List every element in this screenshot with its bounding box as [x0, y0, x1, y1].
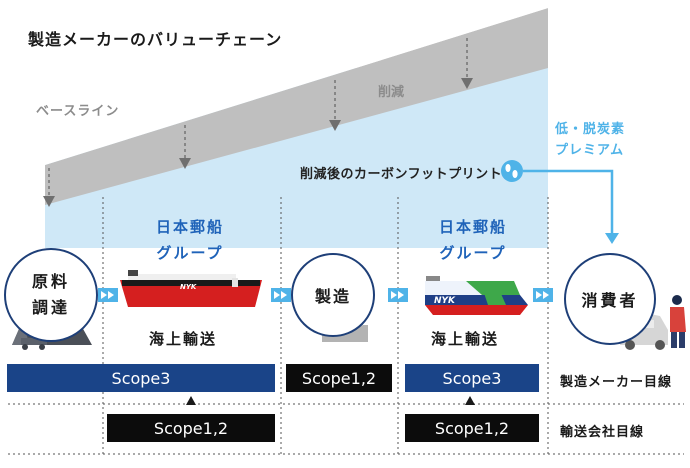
stage-raw-material: 原料調達: [4, 248, 98, 342]
arrow-head: [179, 158, 191, 169]
stage-consumer: 消費者: [564, 253, 656, 345]
transport-scope12-2: Scope1,2: [405, 414, 539, 442]
arrow-head: [329, 120, 341, 131]
ship-mark-2: NYK: [434, 296, 456, 306]
transport-perspective-label: 輸送会社目線: [560, 425, 645, 440]
manufacturer-perspective-label: 製造メーカー目線: [560, 375, 673, 390]
transport-scope12-1: Scope1,2: [107, 414, 275, 442]
reduction-label: 削減: [378, 85, 405, 100]
ship-illustration-1: [120, 270, 262, 307]
baseline-label: ベースライン: [36, 104, 120, 119]
transport-label-2: 海上輸送: [431, 330, 500, 348]
ship-mark-1: NYK: [180, 283, 197, 291]
premium-label: 低・脱炭素 プレミアム: [555, 122, 626, 158]
manufacturer-scope12: Scope1,2: [286, 364, 392, 392]
transport-label-1: 海上輸送: [149, 330, 218, 348]
reduction-arrows: [48, 38, 468, 200]
manufacturer-scope3-downstream: Scope3: [405, 364, 539, 392]
footprint-icon: [501, 160, 523, 182]
stage-manufacturing: 製造: [291, 253, 375, 337]
company-label-1: 日本郵船 グループ: [155, 218, 224, 262]
ship-illustration-2: [425, 276, 528, 315]
diagram-title: 製造メーカーのバリューチェーン: [28, 30, 283, 49]
arrow-head: [461, 78, 473, 89]
premium-connector: [523, 169, 614, 236]
arrow-head: [43, 196, 55, 207]
company-label-2: 日本郵船 グループ: [438, 218, 507, 262]
footprint-label: 削減後のカーボンフットプリント: [300, 167, 503, 182]
manufacturer-scope3-upstream: Scope3: [7, 364, 275, 392]
baseline-band: [45, 8, 548, 205]
